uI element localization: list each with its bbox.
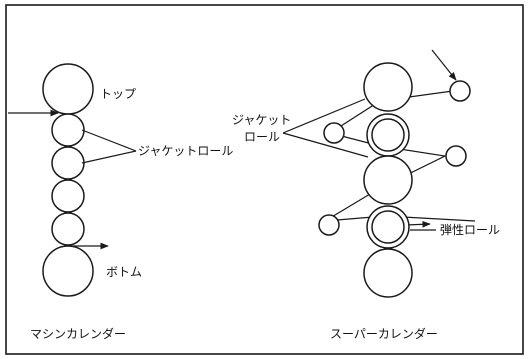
machine-calender-title: マシンカレンダー [30,326,126,341]
super-calender-title: スーパーカレンダー [330,326,438,341]
super-jacket-label-line1: ジャケット [232,113,291,127]
super-jacket-label-line2: ロール [244,130,280,144]
figure-frame [5,4,524,355]
guide-roll-left-1 [323,122,345,144]
super-elastic-roll-inner [371,210,405,244]
jacket-roll-2 [51,146,85,180]
web-feed-arrow-super [431,49,457,81]
bottom-roll [42,245,94,297]
super-jacket-roll-inner [371,118,405,152]
super-calender: ジャケット ロール 弾性ロール スーパーカレンダー [232,49,500,341]
guide-roll-left-2 [318,214,340,236]
roll-4 [51,179,85,213]
web-path [324,89,476,222]
top-label: トップ [100,87,136,101]
jacket-leader-2 [81,150,137,164]
roll-5 [51,212,85,246]
machine-calender: トップ ジャケットロール ボトム マシンカレンダー [8,63,233,341]
jacket-roll-label: ジャケットロール [138,144,233,158]
super-bottom-roll [363,248,413,298]
super-jacket-leader-1 [282,98,366,134]
jacket-leader-1 [81,129,137,152]
super-jacket-leader-2 [282,132,369,158]
guide-roll-top-right [449,80,471,102]
top-roll [42,63,94,115]
guide-roll-right-2 [445,145,467,167]
jacket-roll-1 [51,113,85,147]
super-top-roll [363,62,413,112]
elastic-roll-label: 弾性ロール [440,223,500,237]
super-middle-roll [363,155,413,205]
bottom-label: ボトム [106,265,142,279]
